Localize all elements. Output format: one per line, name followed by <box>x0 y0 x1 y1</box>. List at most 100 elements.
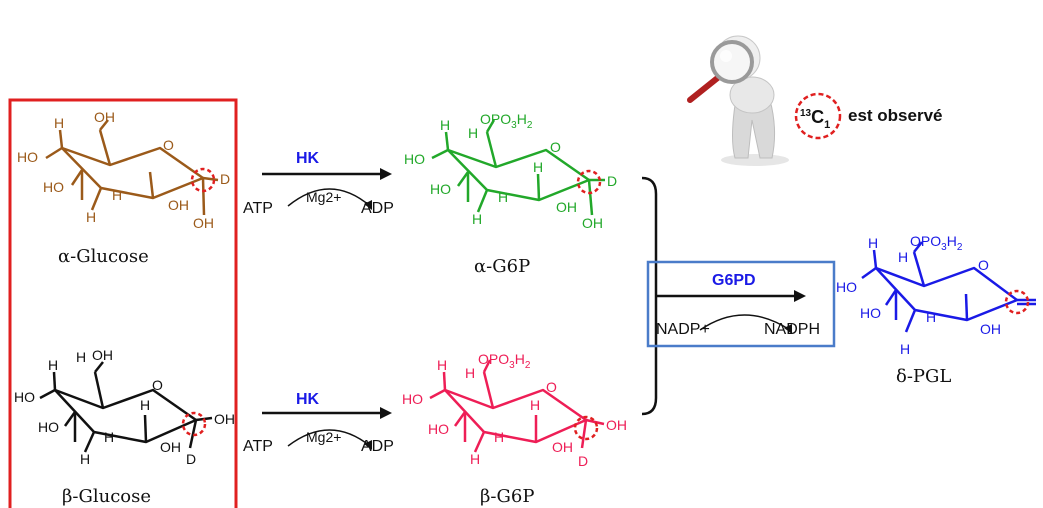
atom-label: OH <box>92 347 113 363</box>
atom-label: OH <box>582 215 603 231</box>
hk-bottom-mg: Mg2+ <box>306 429 341 445</box>
alpha-glucose-labels: H OH HO O HO H OH D H OH <box>17 109 230 231</box>
atom-label: OH <box>980 321 1001 337</box>
atom-label: H <box>868 235 878 251</box>
atom-label: D <box>578 453 588 469</box>
atom-label: H <box>112 187 122 203</box>
atom-label: H <box>926 309 936 325</box>
atom-label: D <box>186 451 196 467</box>
hk-bottom-atp: ATP <box>243 438 273 455</box>
arrowhead <box>364 440 372 450</box>
atom-label: H <box>533 159 543 175</box>
atom-label: HO <box>402 391 423 407</box>
atom-label: HO <box>428 421 449 437</box>
atom-label: H <box>472 211 482 227</box>
beta-glucose-name: β-Glucose <box>62 486 151 507</box>
atom-label: OPO3H2 <box>480 111 533 131</box>
atom-label: H <box>530 397 540 413</box>
atom-label: H <box>76 349 86 365</box>
alpha-g6p-structure <box>431 119 605 216</box>
alpha-glucose-name: α-Glucose <box>58 246 149 267</box>
beta-g6p-structure <box>429 359 605 453</box>
c1-label-circle <box>576 169 602 195</box>
arrowhead <box>380 168 392 180</box>
atom-label: OH <box>552 439 573 455</box>
hk-top-adp: ADP <box>361 200 394 217</box>
atom-label: OH <box>160 439 181 455</box>
atom-label: H <box>470 451 480 467</box>
atom-label: O <box>163 137 174 153</box>
atom-label: OPO3H2 <box>910 233 963 253</box>
atom-label: HO <box>404 151 425 167</box>
atom-label: OH <box>94 109 115 125</box>
c1-label-circle <box>573 415 599 441</box>
atom-label: H <box>440 117 450 133</box>
atom-label: HO <box>860 305 881 321</box>
g6pd-enzyme: G6PD <box>712 272 756 289</box>
atom-label: OH <box>168 197 189 213</box>
c1-label-circle <box>190 167 216 193</box>
atom-label: HO <box>836 279 857 295</box>
atom-label: H <box>54 115 64 131</box>
atom-label: HO <box>38 419 59 435</box>
arrowhead <box>380 407 392 419</box>
glucose-box <box>8 98 238 508</box>
atom-label: H <box>437 357 447 373</box>
cofactor-curve <box>287 188 371 207</box>
atom-label: H <box>140 397 150 413</box>
atom-label: H <box>104 429 114 445</box>
atom-label: H <box>48 357 58 373</box>
atom-label: OPO3H2 <box>478 351 531 371</box>
hk-bottom-adp: ADP <box>361 438 394 455</box>
alpha-g6p-labels: OPO3H2 H H HO H O HO H OH D H OH <box>404 111 617 231</box>
pgl-labels: OPO3H2 H H HO O HO H OH H <box>836 233 1001 357</box>
hk-top-mg: Mg2+ <box>306 189 341 205</box>
arrowhead <box>784 324 792 334</box>
observation-text: est observé <box>848 106 943 125</box>
atom-label: OH <box>606 417 627 433</box>
atom-label: HO <box>14 389 35 405</box>
g6pd-nadph: NADPH <box>764 321 820 338</box>
c1-label-circle <box>1004 289 1030 315</box>
alpha-g6p-name: α-G6P <box>474 256 530 277</box>
pgl-name: δ-PGL <box>896 366 951 387</box>
arrowhead <box>794 290 806 302</box>
c1-label-circle <box>181 411 207 437</box>
beta-glucose-labels: H H OH HO O H HO H OH H OH D <box>14 347 235 467</box>
pgl-structure <box>861 241 1036 333</box>
beta-g6p-labels: OPO3H2 H H HO H O HO H OH OH H D <box>402 351 627 469</box>
atom-label: HO <box>43 179 64 195</box>
arrowhead <box>364 200 372 210</box>
atom-label: O <box>550 139 561 155</box>
beta-glucose-structure <box>39 361 213 453</box>
atom-label: HO <box>430 181 451 197</box>
atom-label: D <box>607 173 617 189</box>
atom-label: O <box>978 257 989 273</box>
atom-label: HO <box>17 149 38 165</box>
atom-label: H <box>498 189 508 205</box>
atom-label: H <box>465 365 475 381</box>
alpha-glucose-structure <box>45 119 219 216</box>
beta-g6p-name: β-G6P <box>480 486 534 507</box>
atom-label: H <box>494 429 504 445</box>
isotope-circle <box>794 92 842 140</box>
atom-label: OH <box>193 215 214 231</box>
atom-label: O <box>152 377 163 393</box>
g6pd-nadp: NADP+ <box>656 321 710 338</box>
atom-label: OH <box>214 411 235 427</box>
atom-label: H <box>898 249 908 265</box>
atom-label: D <box>220 171 230 187</box>
hk-top-enzyme: HK <box>296 150 320 167</box>
isotope-label: 13C1 <box>800 107 830 131</box>
atom-label: H <box>80 451 90 467</box>
cofactor-curve <box>287 429 371 447</box>
magnifier-figure-icon <box>687 35 789 166</box>
cofactor-curve <box>699 314 791 331</box>
atom-label: H <box>468 125 478 141</box>
atom-label: H <box>86 209 96 225</box>
atom-label: H <box>900 341 910 357</box>
atom-label: OH <box>556 199 577 215</box>
atom-label: O <box>546 379 557 395</box>
g6pd-box <box>646 260 836 348</box>
hk-bottom-enzyme: HK <box>296 391 320 408</box>
